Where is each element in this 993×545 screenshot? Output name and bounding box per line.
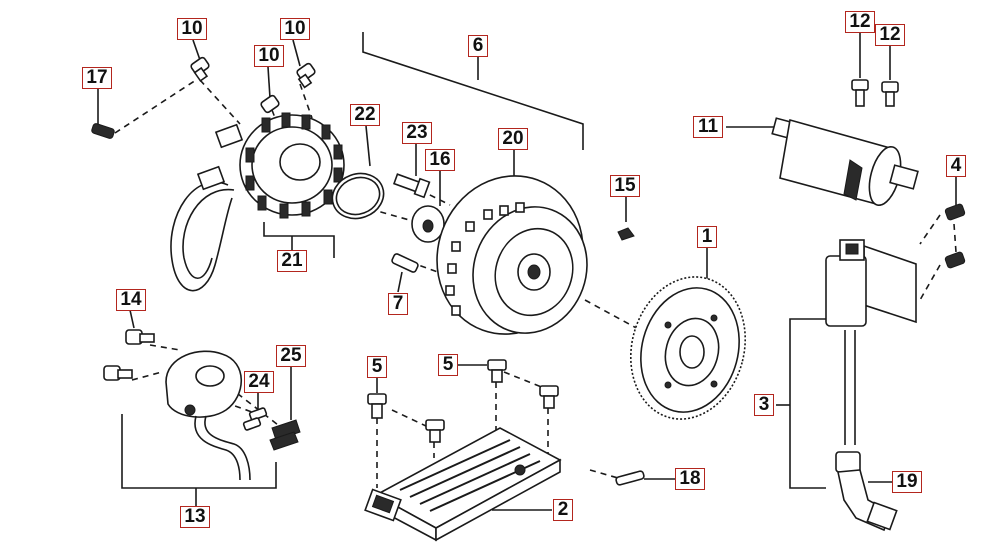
callout-10-c: 10: [280, 18, 310, 40]
callout-16: 16: [425, 149, 455, 171]
starter-motor-part: [771, 117, 919, 207]
pickup-sensor-part: [165, 350, 251, 481]
leader-lines: [97, 32, 957, 511]
regulator-part: [364, 427, 562, 542]
callout-14: 14: [116, 289, 146, 311]
callout-7: 7: [388, 293, 408, 315]
callout-18: 18: [675, 468, 705, 490]
callout-15: 15: [610, 175, 640, 197]
callout-11: 11: [693, 116, 723, 138]
washer-part: [411, 205, 445, 243]
plug-cap-part: [835, 451, 898, 532]
woodruff-key-part: [617, 227, 635, 241]
callout-23: 23: [402, 122, 432, 144]
starter-screws: [851, 79, 899, 107]
coil-screws: [944, 203, 966, 269]
callout-13: 13: [180, 506, 210, 528]
key-part: [391, 253, 419, 273]
flywheel-part: [436, 175, 588, 335]
stator-screws: [190, 56, 316, 114]
ignition-coil-part: [825, 239, 917, 327]
callout-4: 4: [946, 155, 966, 177]
callout-5-a: 5: [367, 356, 387, 378]
bolt-part: [392, 173, 431, 199]
callout-2: 2: [553, 499, 573, 521]
callout-1: 1: [697, 226, 717, 248]
stator-part: [170, 112, 345, 292]
starter-gear-part: [629, 276, 747, 420]
callout-22: 22: [350, 104, 380, 126]
small-pin-part: [615, 470, 645, 486]
callout-3: 3: [754, 394, 774, 416]
callout-6: 6: [468, 35, 488, 57]
callout-24: 24: [244, 371, 274, 393]
callout-10-a: 10: [177, 18, 207, 40]
callout-10-b: 10: [254, 45, 284, 67]
callout-21: 21: [277, 250, 307, 272]
callout-17: 17: [82, 67, 112, 89]
callout-12-a: 12: [845, 11, 875, 33]
pickup-screws: [103, 329, 155, 381]
pickup-small-parts: [242, 407, 301, 451]
o-ring-part: [331, 172, 385, 220]
callout-5-b: 5: [438, 354, 458, 376]
callout-12-b: 12: [875, 24, 905, 46]
pin-part: [91, 123, 115, 139]
callout-25: 25: [276, 345, 306, 367]
callout-19: 19: [892, 471, 922, 493]
regulator-screws: [367, 359, 559, 443]
callout-20: 20: [498, 128, 528, 150]
